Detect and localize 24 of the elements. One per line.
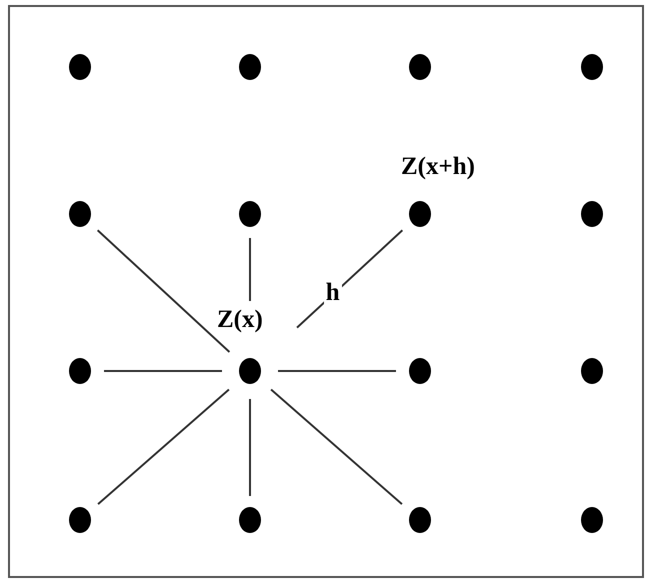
connector-line: [249, 399, 251, 496]
connector-line: [278, 370, 396, 372]
grid-point: [581, 54, 603, 80]
edge-label: h: [324, 280, 342, 306]
grid-point: [239, 201, 261, 227]
grid-point: [581, 358, 603, 384]
grid-point: [69, 201, 91, 227]
grid-point: [409, 507, 431, 533]
grid-point: [69, 358, 91, 384]
grid-point: [581, 201, 603, 227]
connector-line: [97, 388, 230, 505]
connector-line: [104, 370, 222, 372]
connector-line: [270, 388, 403, 505]
grid-point: [239, 507, 261, 533]
connector-line: [249, 238, 251, 301]
grid-point: [581, 507, 603, 533]
point-label: Z(x+h): [401, 153, 475, 181]
grid-point: [409, 358, 431, 384]
connector-line: [96, 230, 230, 353]
grid-point: [239, 54, 261, 80]
point-label: Z(x): [217, 306, 263, 334]
grid-point: [409, 54, 431, 80]
grid-point: [69, 507, 91, 533]
grid-point: [69, 54, 91, 80]
